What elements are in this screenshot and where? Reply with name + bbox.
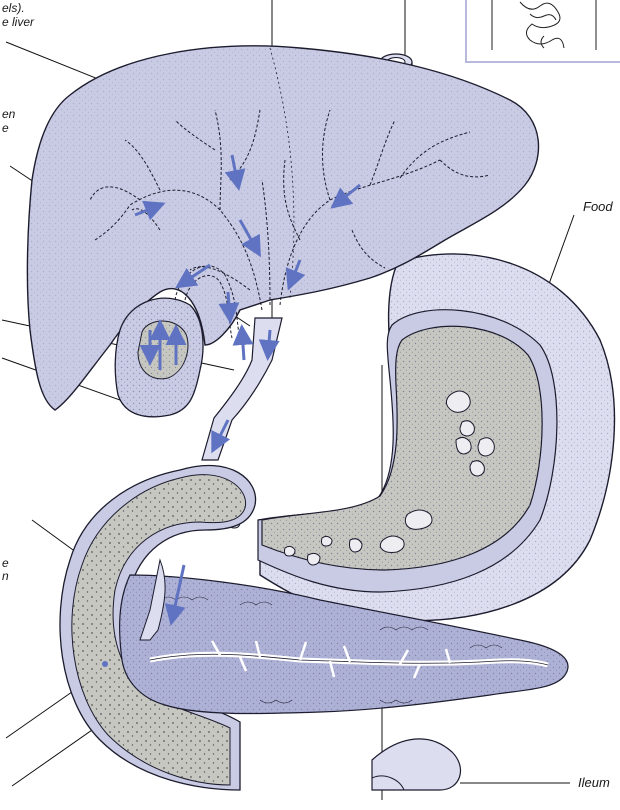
inset-box (466, 0, 620, 62)
stomach (215, 254, 614, 621)
ampulla-marker (102, 661, 108, 667)
label-ileum: Ileum (578, 776, 610, 790)
label-food: Food (583, 200, 613, 214)
label-fragment-top-2: e liver (2, 16, 34, 29)
label-fragment-low-2: n (2, 570, 9, 583)
ileum (372, 739, 461, 790)
label-fragment-top-1: els). (2, 2, 25, 15)
label-fragment-mid-2: e (2, 122, 9, 135)
label-fragment-mid-1: en (2, 108, 15, 121)
